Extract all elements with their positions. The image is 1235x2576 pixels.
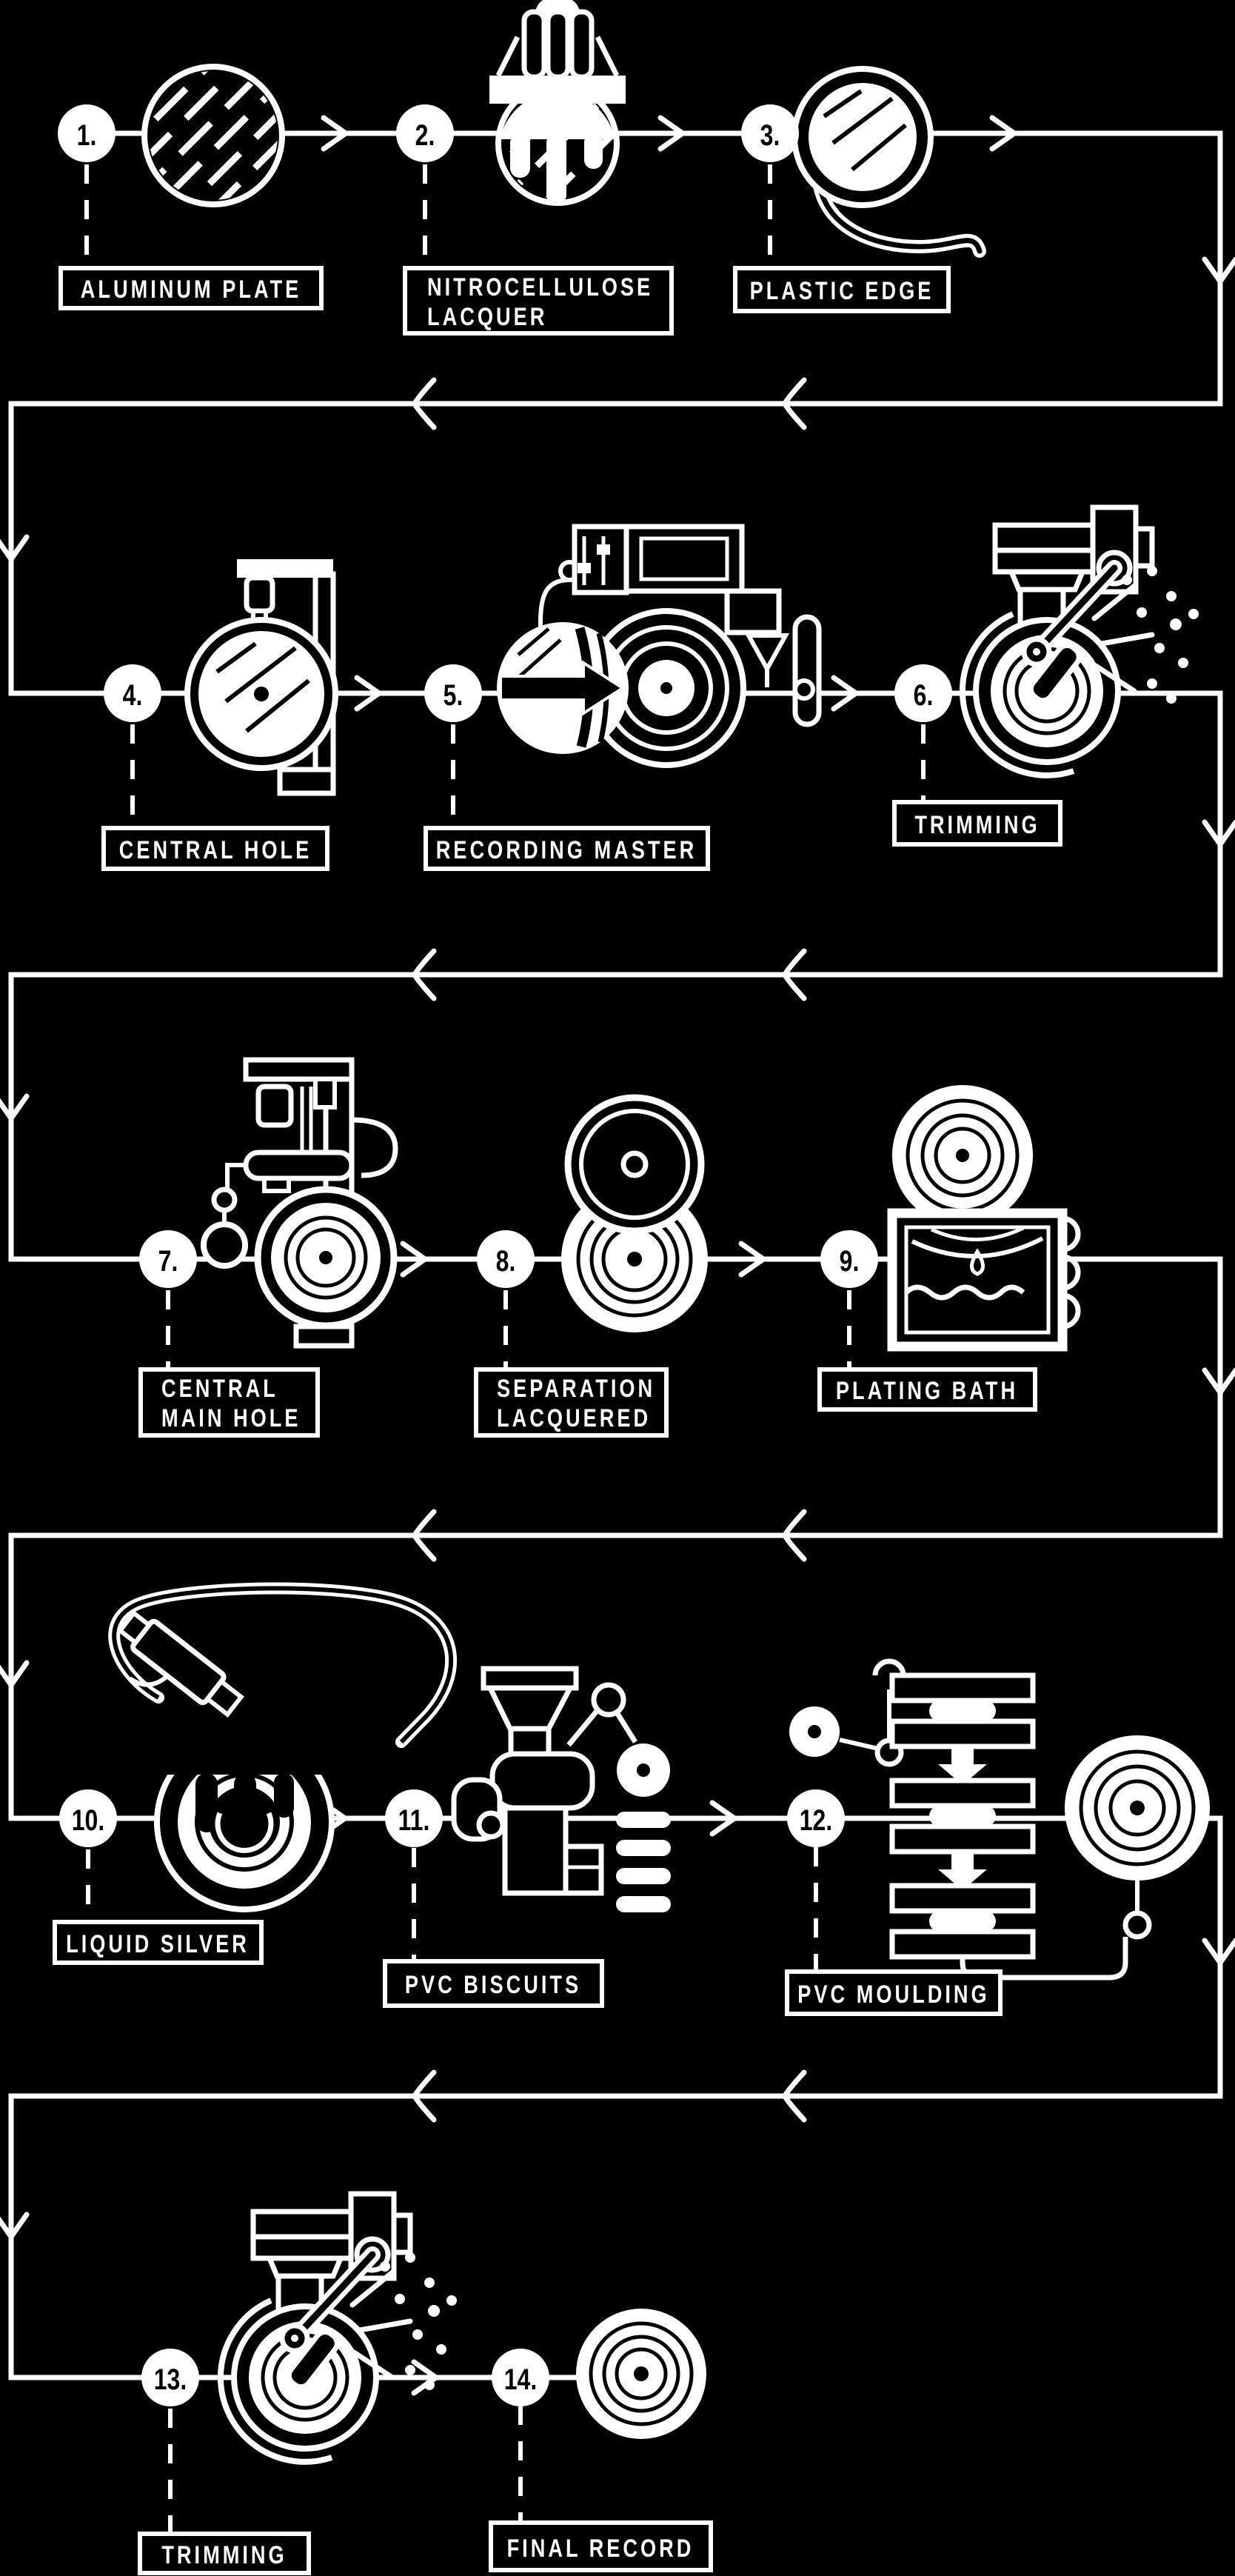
plating-bath-icon bbox=[887, 1085, 1081, 1352]
step-2-number: 2. bbox=[415, 119, 435, 152]
step-1-label: ALUMINUM PLATE bbox=[81, 275, 302, 304]
step-12-label: PVC MOULDING bbox=[797, 1980, 989, 2009]
step-14-label-box bbox=[489, 2520, 713, 2572]
step-2-label-line-1: NITROCELLULOSE bbox=[427, 273, 653, 301]
step-3-label-box bbox=[733, 266, 951, 313]
step-labels: ALUMINUM PLATE NITROCELLULOSE LACQUER PL… bbox=[53, 266, 1062, 2575]
step-3-label: PLASTIC EDGE bbox=[750, 276, 934, 305]
step-5-node bbox=[424, 664, 482, 722]
step-8-number: 8. bbox=[496, 1244, 516, 1278]
step-11-label: PVC BISCUITS bbox=[405, 1970, 581, 1999]
step-3-number: 3. bbox=[760, 119, 780, 152]
step-6-label: TRIMMING bbox=[914, 810, 1040, 839]
step-4-node bbox=[104, 664, 161, 722]
step-9-number: 9. bbox=[840, 1244, 860, 1278]
step-4-label: CENTRAL HOLE bbox=[119, 835, 312, 864]
step-3-node bbox=[741, 104, 799, 162]
step-12-number: 12. bbox=[800, 1803, 832, 1837]
arrow-left-icons bbox=[412, 377, 807, 2123]
pvc-extruder-icon bbox=[451, 1666, 671, 1912]
trimming-machine-icon bbox=[963, 507, 1199, 775]
step-4-label-box bbox=[101, 826, 329, 871]
step-10-label: LIQUID SILVER bbox=[66, 1929, 250, 1958]
step-10-label-box bbox=[53, 1920, 264, 1965]
step-7-label-box bbox=[138, 1367, 320, 1438]
final-record-icon bbox=[576, 2309, 706, 2439]
step-2-label-box bbox=[403, 266, 674, 336]
step-6-label-box bbox=[892, 800, 1062, 847]
step-13-label: TRIMMING bbox=[161, 2540, 287, 2569]
step-7-number: 7. bbox=[158, 1244, 178, 1278]
step-7-node bbox=[139, 1230, 197, 1288]
step-11-node bbox=[385, 1789, 443, 1847]
step-2-node bbox=[396, 104, 454, 162]
center-punch-icon bbox=[184, 559, 338, 796]
step-1-node bbox=[58, 104, 116, 162]
main-hole-punch-icon bbox=[201, 1057, 398, 1349]
recording-lathe-icon bbox=[497, 524, 822, 768]
step-14-label: FINAL RECORD bbox=[507, 2534, 695, 2563]
biscuit-stack bbox=[616, 1812, 671, 1912]
arrow-down-icons bbox=[0, 256, 1235, 2242]
step-5-label-box bbox=[424, 826, 710, 871]
step-8-label-line-1: SEPARATION bbox=[497, 1374, 655, 1403]
step-13-node bbox=[141, 2349, 199, 2406]
step-12-label-box bbox=[785, 1969, 1003, 2016]
press-moulding-icon bbox=[789, 1658, 1210, 1981]
step-5-number: 5. bbox=[444, 678, 463, 712]
step-13-number: 13. bbox=[154, 2363, 187, 2396]
trimming-machine-icon bbox=[221, 2194, 457, 2462]
step-7-label-line-1: CENTRAL bbox=[161, 1374, 278, 1403]
step-10-node bbox=[59, 1789, 117, 1847]
step-nodes: 1. 2. 3. 4. 5. 6. 7. 8. 9. 10. 11. 12. 1… bbox=[58, 104, 952, 2406]
step-10-number: 10. bbox=[72, 1803, 104, 1837]
step-14-node bbox=[492, 2349, 549, 2406]
aluminum-plate-icon bbox=[141, 64, 285, 207]
step-8-label-box bbox=[474, 1367, 669, 1438]
spray-gun-icon bbox=[117, 1609, 244, 1718]
step-5-label: RECORDING MASTER bbox=[436, 835, 697, 864]
step-1-number: 1. bbox=[77, 119, 97, 152]
step-6-node bbox=[894, 664, 952, 722]
step-9-node bbox=[820, 1230, 878, 1288]
step-8-node bbox=[477, 1230, 535, 1288]
arrow-right-icons bbox=[320, 115, 1020, 2396]
step-11-label-box bbox=[383, 1959, 604, 2008]
step-2-label-line-2: LACQUER bbox=[427, 302, 547, 331]
plastic-edge-icon bbox=[791, 66, 986, 258]
silver-spray-icon bbox=[108, 1582, 458, 1912]
callout-dashed-lines bbox=[84, 164, 926, 2534]
lacquer-coating-icon bbox=[489, 0, 626, 206]
step-4-number: 4. bbox=[123, 678, 143, 712]
step-7-label-line-2: MAIN HOLE bbox=[161, 1404, 301, 1432]
step-1-label-box bbox=[58, 266, 324, 310]
step-11-number: 11. bbox=[398, 1803, 430, 1837]
step-9-label-box bbox=[817, 1367, 1037, 1412]
separation-discs-icon bbox=[561, 1094, 708, 1332]
step-12-node bbox=[787, 1789, 845, 1847]
step-9-label: PLATING BATH bbox=[836, 1376, 1018, 1405]
step-8-label-line-2: LACQUERED bbox=[497, 1404, 651, 1432]
step-14-number: 14. bbox=[504, 2363, 537, 2396]
step-6-number: 6. bbox=[914, 678, 934, 712]
step-13-label-box bbox=[138, 2532, 311, 2575]
